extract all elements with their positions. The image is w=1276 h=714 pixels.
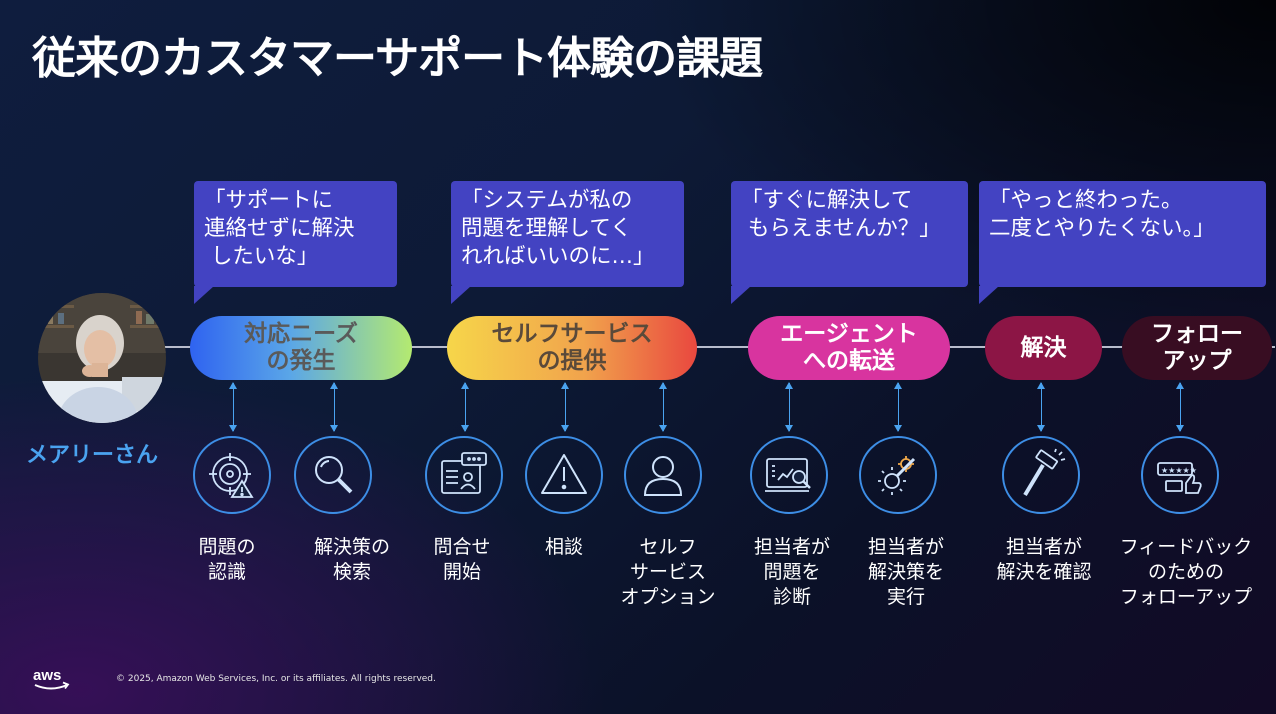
stage-need-arises: 対応ニーズ の発生 <box>190 316 412 380</box>
step-label-agent-execute: 担当者が 解決策を 実行 <box>867 536 945 608</box>
step-connector <box>894 382 902 432</box>
magnifier-icon <box>315 456 353 494</box>
step-connector <box>659 382 667 432</box>
step-label-feedback-follow-up: フィードバック のための フォローアップ <box>1119 536 1253 608</box>
customer-quote-bubble-4: 「やっと終わった。 二度とやりたくない。」 <box>979 181 1266 287</box>
step-icon-circle <box>1002 436 1080 514</box>
persona-photo <box>38 293 166 423</box>
customer-quote-bubble-2: 「システムが私の 問題を理解してく れればいいのに…」 <box>451 181 684 287</box>
step-connector <box>461 382 469 432</box>
step-icon-circle <box>425 436 503 514</box>
persona-name: メアリーさん <box>26 443 159 468</box>
journey-timeline <box>165 346 1275 348</box>
step-connector <box>1037 382 1045 432</box>
step-icon-circle <box>859 436 937 514</box>
svg-text:★★★★★: ★★★★★ <box>1161 466 1197 475</box>
step-connector <box>785 382 793 432</box>
step-label-problem-recognition: 問題の 認識 <box>198 536 256 583</box>
quote-bubble-tail <box>979 286 999 304</box>
stage-resolution: 解決 <box>985 316 1102 380</box>
step-icon-circle <box>624 436 702 514</box>
step-label-agent-diagnose: 担当者が 問題を 診断 <box>753 536 831 608</box>
step-connector <box>229 382 237 432</box>
stage-agent-transfer: エージェント への転送 <box>748 316 950 380</box>
user-icon <box>643 456 683 496</box>
aws-logo-text: aws <box>33 667 61 684</box>
target-warning-icon <box>209 453 254 498</box>
stage-label: 解決 <box>1020 334 1067 361</box>
stage-label: フォロー アップ <box>1151 321 1243 374</box>
customer-quote-bubble-1: 「サポートに 連絡せずに解決 したいな」 <box>194 181 397 287</box>
step-connector <box>1176 382 1184 432</box>
step-icon-circle <box>193 436 271 514</box>
rating-thumbs-up-icon: ★★★★★ <box>1157 462 1202 494</box>
copyright-notice: © 2025, Amazon Web Services, Inc. or its… <box>116 674 436 684</box>
step-icon-circle <box>750 436 828 514</box>
customer-quote-bubble-3: 「すぐに解決して もらえませんか？」 <box>731 181 968 287</box>
step-icon-circle <box>525 436 603 514</box>
aws-logo: aws <box>32 666 74 696</box>
step-icon-circle: ★★★★★ <box>1141 436 1219 514</box>
persona-avatar <box>38 293 166 423</box>
quote-bubble-tail <box>194 286 214 304</box>
step-label-agent-confirm: 担当者が 解決を確認 <box>996 536 1092 583</box>
quote-bubble-tail <box>731 286 751 304</box>
stage-label: セルフサービス の提供 <box>491 321 653 374</box>
step-label-inquiry-start: 問合せ 開始 <box>433 536 491 583</box>
stage-label: 対応ニーズ の発生 <box>244 321 358 374</box>
chat-form-icon <box>441 452 487 494</box>
diagnose-monitor-icon <box>765 458 811 492</box>
step-label-self-service-options: セルフ サービス オプション <box>620 536 716 608</box>
step-connector <box>561 382 569 432</box>
step-icon-circle <box>294 436 372 514</box>
quote-bubble-tail <box>451 286 471 304</box>
page-title: 従来のカスタマーサポート体験の課題 <box>32 33 763 84</box>
hammer-icon <box>1023 448 1066 497</box>
gear-wrench-icon <box>878 456 916 495</box>
stage-label: エージェント への転送 <box>780 321 918 374</box>
warning-triangle-icon <box>541 454 587 494</box>
step-label-consultation: 相談 <box>544 536 584 558</box>
step-label-solution-search: 解決策の 検索 <box>313 536 391 583</box>
step-connector <box>330 382 338 432</box>
stage-follow-up: フォロー アップ <box>1122 316 1272 380</box>
stage-self-service: セルフサービス の提供 <box>447 316 697 380</box>
